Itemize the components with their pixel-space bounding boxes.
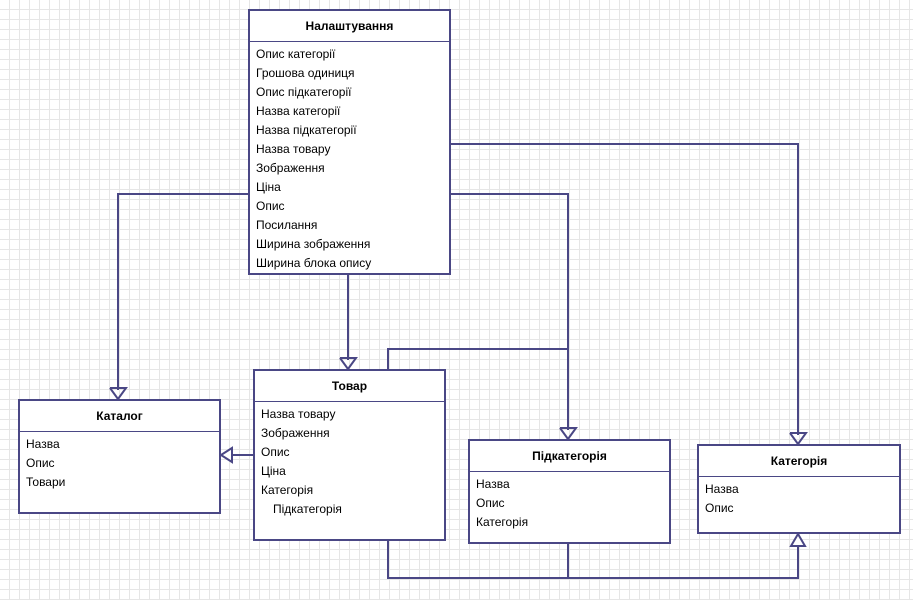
attribute: Опис категорії <box>256 47 336 61</box>
attribute: Зображення <box>256 161 325 175</box>
connector-product-category <box>387 541 799 579</box>
arrowhead-product <box>339 357 358 371</box>
arrowhead-category-top <box>789 432 808 446</box>
class-product-title: Товар <box>255 371 444 402</box>
attribute: Зображення <box>261 426 330 440</box>
attribute: Назва категорії <box>256 104 341 118</box>
connector-settings-subcategory <box>451 193 569 430</box>
class-category-attributes: Назва Опис <box>699 477 899 518</box>
attribute: Посилання <box>256 218 318 232</box>
class-catalog[interactable]: Каталог Назва Опис Товари <box>18 399 221 514</box>
arrowhead-subcategory <box>559 427 578 441</box>
attribute: Товари <box>26 475 66 489</box>
class-settings-title: Налаштування <box>250 11 449 42</box>
attribute: Категорія <box>261 483 314 497</box>
attribute: Ціна <box>256 180 281 194</box>
attribute: Опис підкатегорії <box>256 85 352 99</box>
class-settings[interactable]: Налаштування Опис категорії Грошова один… <box>248 9 451 275</box>
attribute: Назва <box>26 437 60 451</box>
attribute: Категорія <box>476 515 529 529</box>
attribute: Назва товару <box>256 142 331 156</box>
class-product-attributes: Назва товару Зображення Опис Ціна Катего… <box>255 402 444 519</box>
attribute: Опис <box>26 456 55 470</box>
attribute: Опис <box>256 199 285 213</box>
attribute: Назва <box>476 477 510 491</box>
arrowhead-catalog <box>109 387 128 401</box>
attribute: Ширина зображення <box>256 237 371 251</box>
triangle-category <box>789 532 807 547</box>
connector-settings-catalog <box>117 193 248 390</box>
class-category-title: Категорія <box>699 446 899 477</box>
connector-product-subcategory <box>387 348 568 369</box>
attribute: Опис <box>476 496 505 510</box>
class-subcategory-title: Підкатегорія <box>470 441 669 472</box>
class-product[interactable]: Товар Назва товару Зображення Опис Ціна … <box>253 369 446 541</box>
attribute: Назва підкатегорії <box>256 123 357 137</box>
class-catalog-attributes: Назва Опис Товари <box>20 432 219 492</box>
attribute: Назва <box>705 482 739 496</box>
class-subcategory-attributes: Назва Опис Категорія <box>470 472 669 532</box>
class-category[interactable]: Категорія Назва Опис <box>697 444 901 534</box>
attribute: Опис <box>261 445 290 459</box>
attribute: Підкатегорія <box>273 502 342 516</box>
class-catalog-title: Каталог <box>20 401 219 432</box>
connector-settings-category <box>451 143 799 435</box>
class-settings-attributes: Опис категорії Грошова одиниця Опис підк… <box>250 42 449 273</box>
class-subcategory[interactable]: Підкатегорія Назва Опис Категорія <box>468 439 671 544</box>
attribute: Грошова одиниця <box>256 66 355 80</box>
attribute: Опис <box>705 501 734 515</box>
triangle-catalog <box>219 446 233 464</box>
attribute: Назва товару <box>261 407 336 421</box>
attribute: Ширина блока опису <box>256 256 372 270</box>
attribute: Ціна <box>261 464 286 478</box>
